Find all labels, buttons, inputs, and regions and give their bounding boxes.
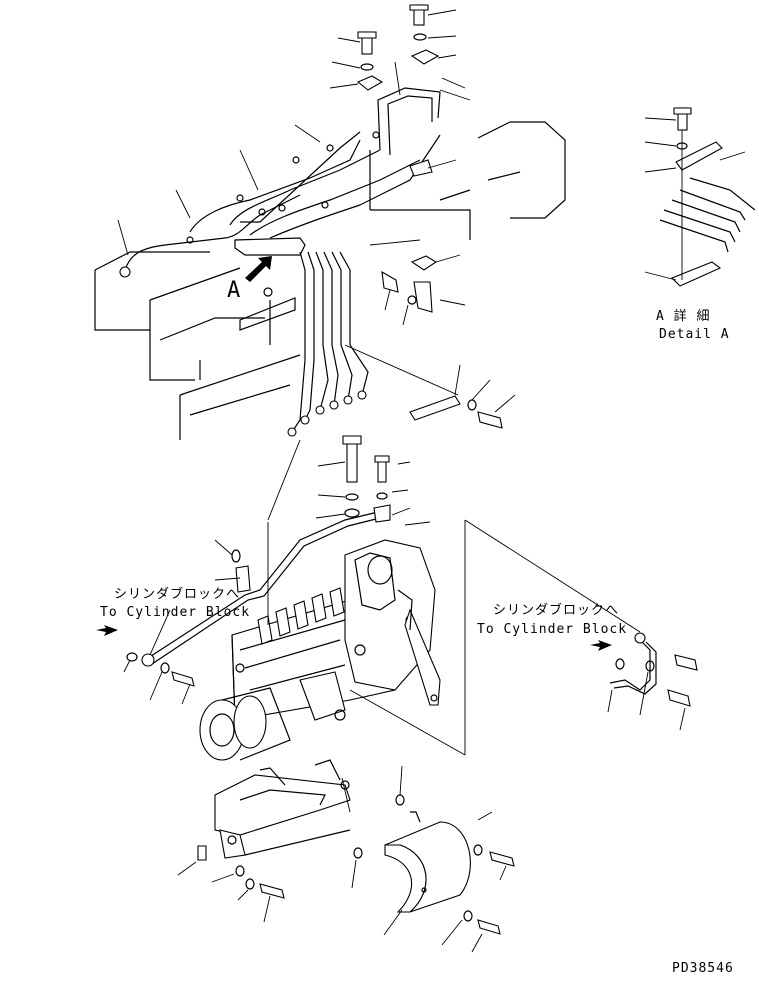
pump-mount-bolts xyxy=(315,435,411,519)
engine-block-outline xyxy=(94,251,301,440)
view-a-marker: A xyxy=(227,278,241,303)
detail-a-drawing xyxy=(644,107,756,287)
view-a-arrow xyxy=(245,256,272,282)
fuel-injection-pump xyxy=(199,539,441,761)
left-destination-jp: シリンダブロックへ xyxy=(114,587,241,602)
return-line-right xyxy=(349,519,698,756)
guard-cover xyxy=(383,765,515,953)
drawing-number: PD38546 xyxy=(672,961,734,976)
right-destination-en: To Cylinder Block xyxy=(477,622,628,637)
return-line-left xyxy=(96,439,431,705)
injection-pipes xyxy=(119,87,441,437)
cylinder-head-outline xyxy=(369,121,566,240)
leader-lines xyxy=(117,9,516,413)
detail-a-title-jp: A 詳 細 xyxy=(656,309,711,324)
clamp-bolts-top xyxy=(356,4,503,429)
detail-a-title-en: Detail A xyxy=(659,327,730,342)
pump-bracket xyxy=(177,759,363,923)
right-destination-jp: シリンダブロックへ xyxy=(493,603,620,618)
left-destination-en: To Cylinder Block xyxy=(100,605,251,620)
